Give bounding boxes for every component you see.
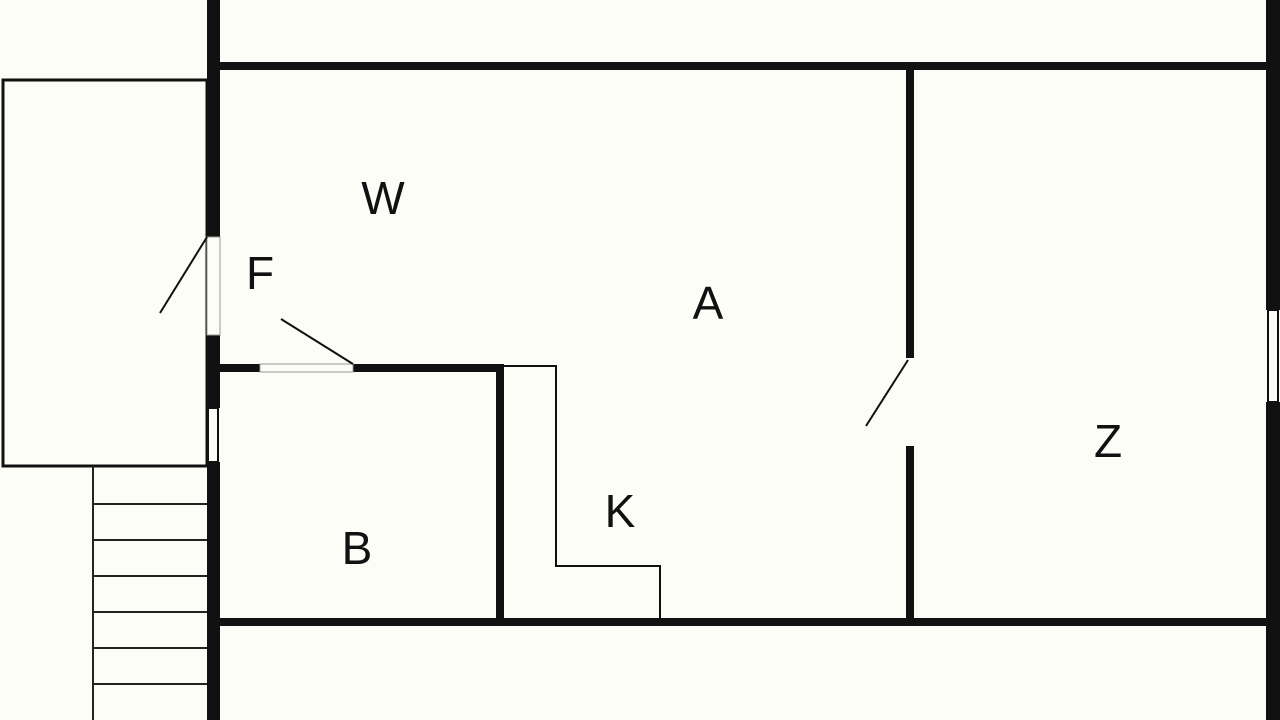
wall-left-lower bbox=[207, 462, 220, 720]
wall-bottom bbox=[207, 618, 1275, 626]
wall-middle-upper bbox=[906, 66, 914, 358]
room-label-z: Z bbox=[1094, 415, 1122, 467]
door-swing-b bbox=[280, 318, 354, 365]
door-swing-middle bbox=[865, 359, 909, 427]
wall-right-lower bbox=[1266, 402, 1280, 720]
openings bbox=[206, 236, 1279, 463]
wall-b-right bbox=[496, 364, 504, 622]
walls bbox=[207, 0, 1280, 720]
wall-b-top-right bbox=[353, 364, 503, 372]
wall-left-upper bbox=[207, 0, 220, 237]
staircase bbox=[92, 466, 207, 720]
room-label-f: F bbox=[246, 247, 274, 299]
room-label-k: K bbox=[605, 485, 636, 537]
door-opening-left bbox=[206, 236, 221, 336]
wall-top bbox=[207, 62, 1275, 70]
kitchen-counter bbox=[500, 365, 661, 622]
door-swings bbox=[159, 236, 909, 427]
room-label-w: W bbox=[361, 172, 405, 224]
window-right bbox=[1267, 309, 1279, 403]
door-opening-b bbox=[259, 363, 354, 373]
wall-middle-lower bbox=[906, 446, 914, 622]
wall-right-upper bbox=[1266, 0, 1280, 310]
wall-b-top-left bbox=[213, 364, 260, 372]
room-label-b: B bbox=[342, 522, 373, 574]
door-swing-left bbox=[159, 236, 208, 314]
room-label-a: A bbox=[693, 277, 724, 329]
window-left bbox=[207, 407, 219, 463]
